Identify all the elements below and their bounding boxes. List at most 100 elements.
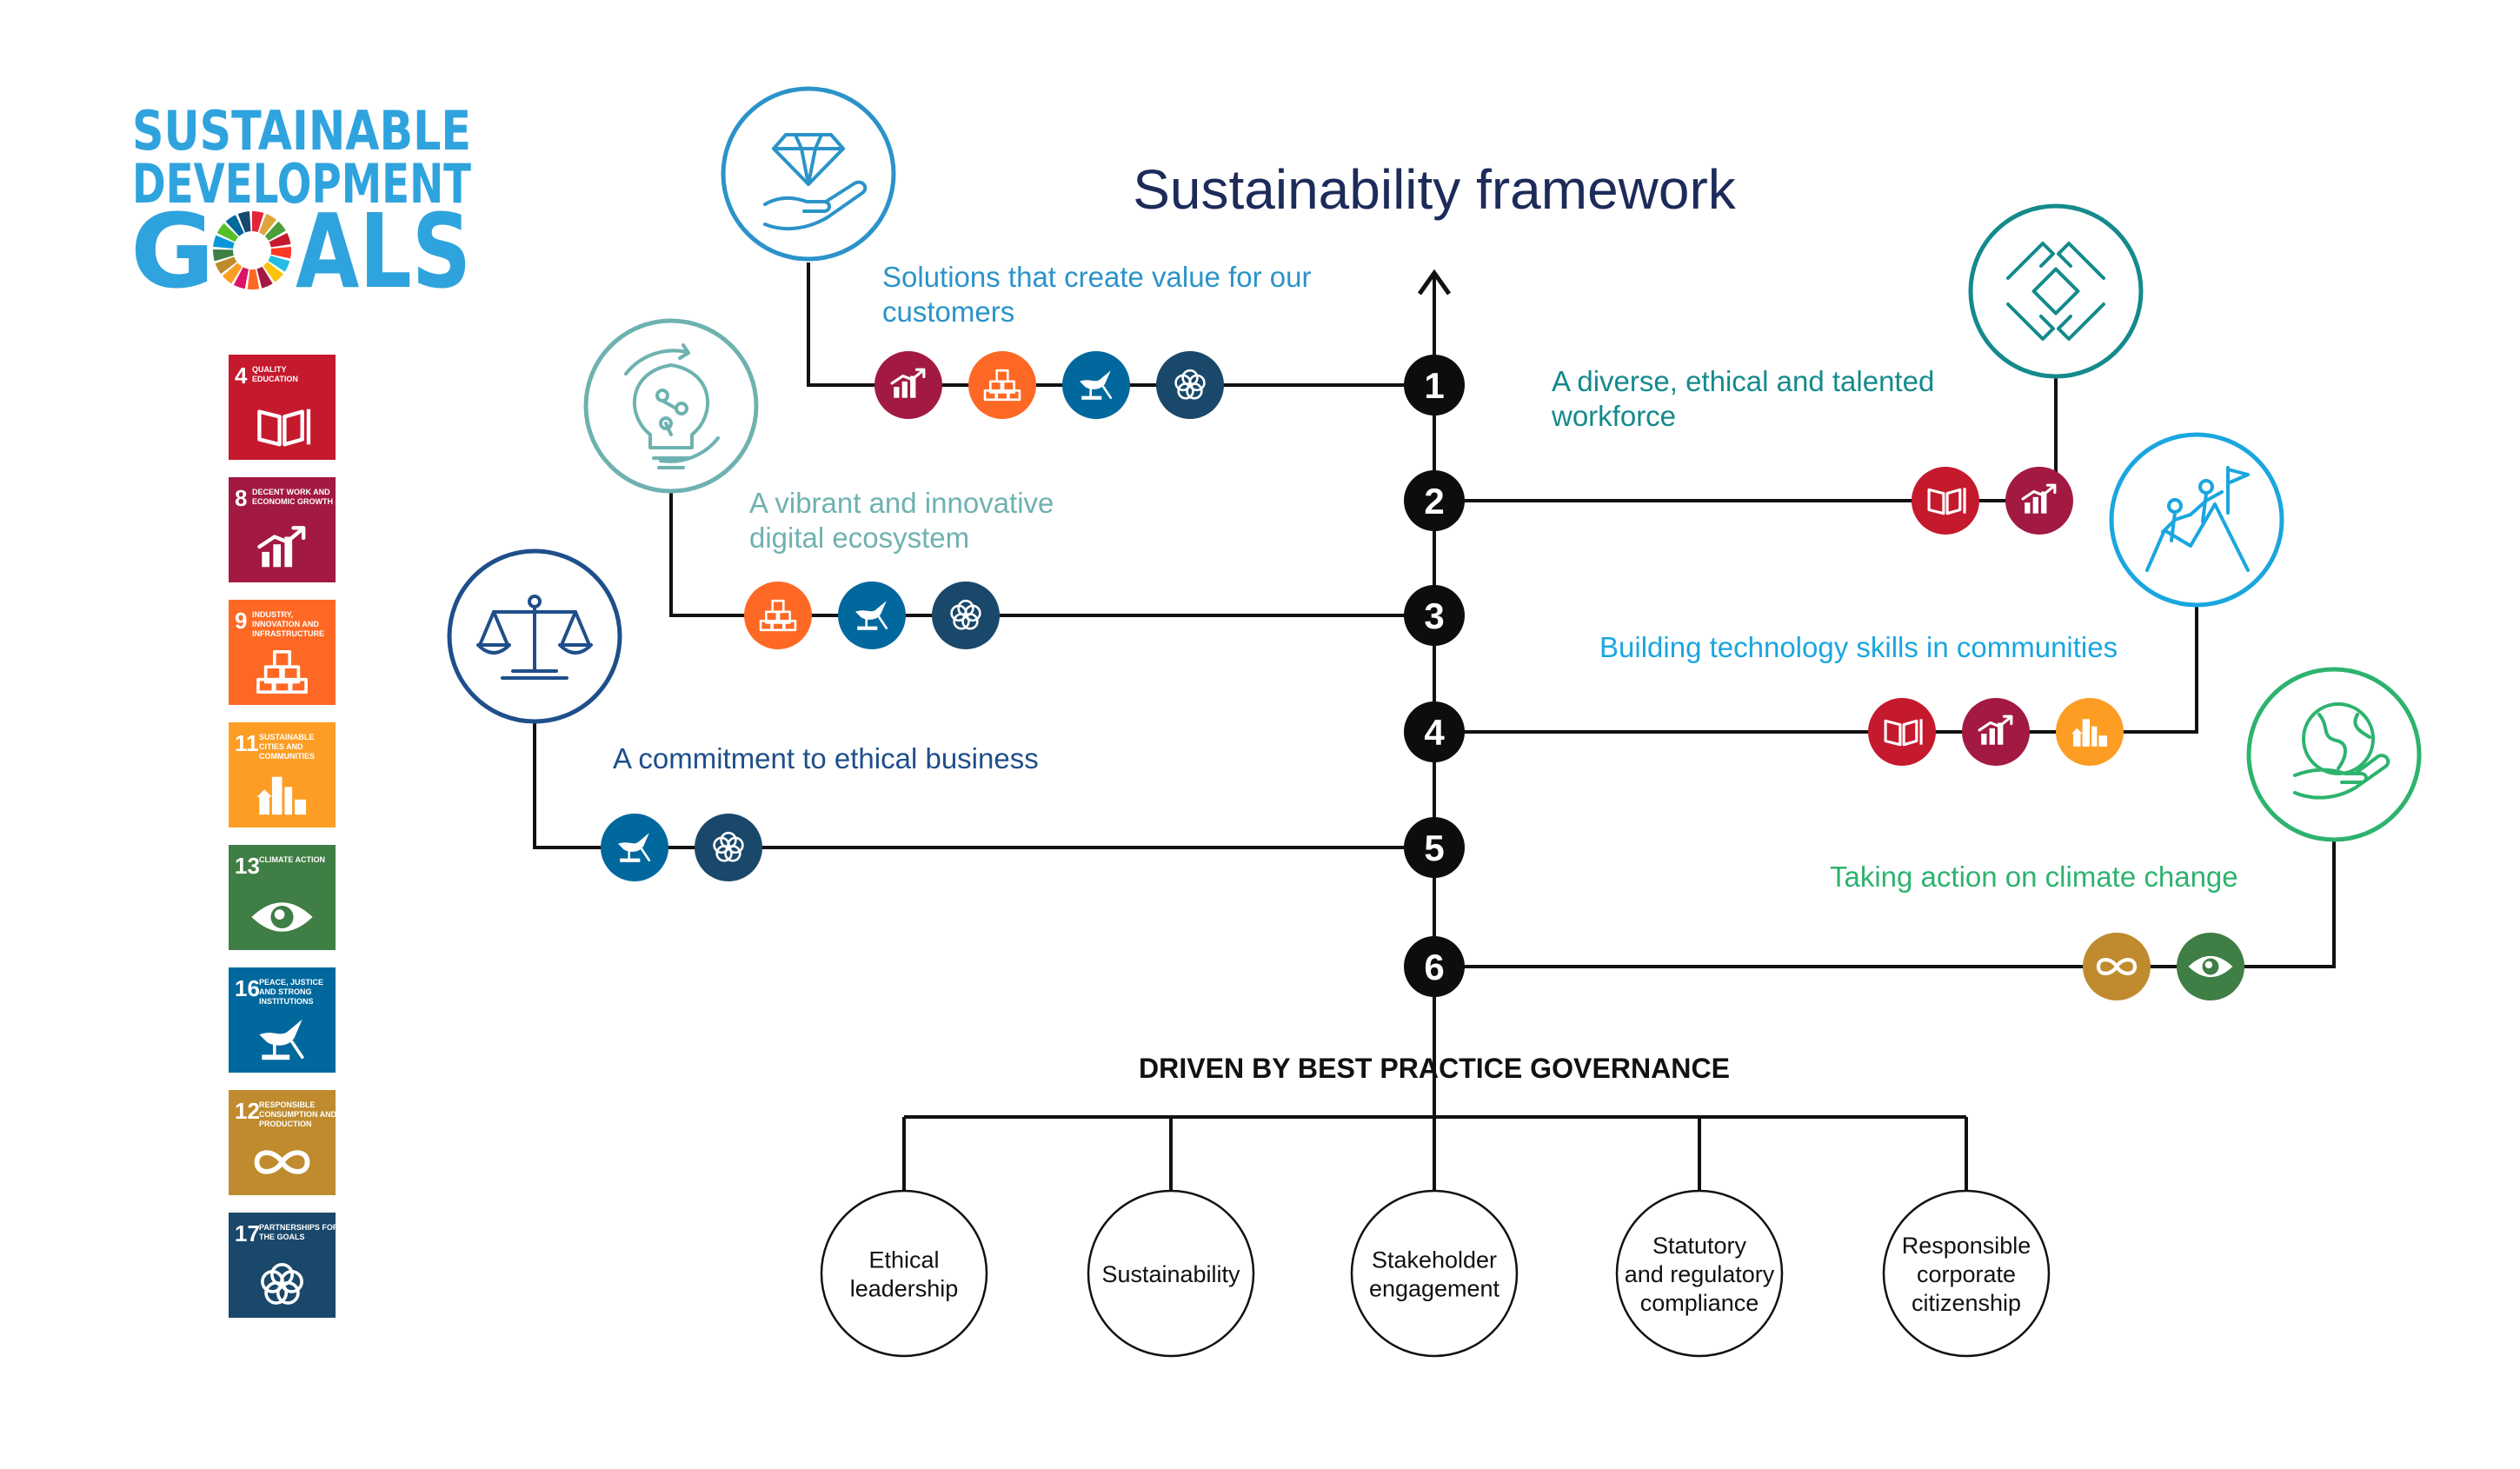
pillar-3-title-line-2: digital ecosystem bbox=[749, 522, 969, 554]
lightbulb-circuit-icon bbox=[624, 343, 720, 469]
climbers-flag-icon bbox=[2145, 466, 2250, 572]
connector-6 bbox=[1434, 840, 2336, 968]
sdg-4-badge bbox=[1912, 467, 1979, 535]
sdg-color-wheel-icon bbox=[213, 211, 292, 290]
sdg-17-badge bbox=[1156, 351, 1224, 419]
pillar-6-number-node: 6 bbox=[1404, 936, 1465, 997]
pillar-number: 2 bbox=[1424, 481, 1444, 522]
wheel-segment bbox=[268, 256, 290, 272]
sdg-tile-number: 11 bbox=[235, 730, 259, 756]
sdg-logo: SUSTAINABLE DEVELOPMENT G ALS bbox=[130, 99, 471, 311]
wheel-segment bbox=[263, 262, 283, 282]
wheel-segment bbox=[213, 249, 234, 262]
sdg-tile-number: 16 bbox=[235, 975, 260, 1001]
sdg-8-badge bbox=[874, 351, 942, 419]
wheel-segment bbox=[252, 211, 264, 233]
wheel-segment bbox=[258, 214, 277, 236]
wheel-segment bbox=[213, 235, 235, 249]
sdg-12-badge bbox=[2083, 933, 2151, 1000]
joined-hands-icon bbox=[2006, 242, 2105, 341]
sdg-9-badge bbox=[968, 351, 1036, 419]
wheel-segment bbox=[247, 269, 260, 290]
logo-line-2: DEVELOPMENT bbox=[132, 152, 471, 216]
pillar-6-title: Taking action on climate change bbox=[1830, 861, 2238, 893]
pillar-5-title: A commitment to ethical business bbox=[613, 742, 1039, 774]
sdg-8-badge bbox=[1962, 698, 2030, 766]
pillar-sdg-badges bbox=[601, 351, 2244, 1000]
pillar-4-sdg-badges bbox=[1868, 698, 2124, 766]
sdg-tile-number: 4 bbox=[235, 362, 248, 389]
sdg-tile-number: 9 bbox=[235, 608, 247, 634]
pillar-2-circle bbox=[1968, 203, 2144, 379]
sdg-11-badge bbox=[2056, 698, 2124, 766]
sdg-16-badge bbox=[601, 814, 668, 881]
logo-letter-g: G bbox=[130, 191, 215, 311]
pillar-1-circle bbox=[721, 86, 896, 262]
pillar-number: 1 bbox=[1424, 365, 1444, 406]
logo-letters-als: ALS bbox=[296, 191, 471, 311]
pillar-2-title-line-1: A diverse, ethical and talented bbox=[1552, 365, 1934, 397]
pillar-4-title: Building technology skills in communitie… bbox=[1599, 631, 2118, 663]
pillar-1-number-node: 1 bbox=[1404, 355, 1465, 415]
pillar-5-circle bbox=[447, 548, 622, 724]
sdg-16-badge bbox=[1062, 351, 1130, 419]
wheel-segment bbox=[225, 215, 244, 236]
pillar-number: 6 bbox=[1424, 947, 1444, 987]
pillar-4-number-node: 4 bbox=[1404, 701, 1465, 762]
pillar-5-number-node: 5 bbox=[1404, 817, 1465, 878]
page-title: Sustainability framework bbox=[1133, 158, 1737, 221]
globe-hand-icon bbox=[2293, 702, 2390, 800]
pillar-number: 4 bbox=[1424, 712, 1445, 753]
connector-5 bbox=[533, 723, 1434, 849]
wheel-segment bbox=[264, 221, 286, 241]
pillar-6-sdg-badges bbox=[2083, 933, 2244, 1000]
pillar-number: 3 bbox=[1424, 595, 1444, 636]
diamond-hand-icon bbox=[763, 133, 868, 231]
wheel-segment bbox=[269, 232, 291, 248]
wheel-segment bbox=[237, 211, 251, 233]
sdg-16-badge bbox=[838, 582, 906, 649]
spine-arrow-icon bbox=[1417, 269, 1452, 296]
pillar-2-number-node: 2 bbox=[1404, 470, 1465, 531]
pillar-number-nodes: 1 2 3 4 5 6 bbox=[1404, 355, 1465, 997]
governance-item-label: Sustainability bbox=[1101, 1261, 1240, 1287]
connector-1 bbox=[807, 263, 1434, 387]
wheel-segment bbox=[233, 267, 249, 289]
wheel-segment bbox=[270, 246, 292, 259]
governance-connectors bbox=[902, 1092, 1968, 1193]
wheel-segment bbox=[222, 263, 243, 284]
governance-title: DRIVEN BY BEST PRACTICE GOVERNANCE bbox=[1139, 1053, 1730, 1084]
connector-3 bbox=[669, 492, 1434, 617]
pillar-1-title-line-2: customers bbox=[882, 296, 1014, 328]
connector-4 bbox=[1434, 606, 2198, 734]
scales-icon bbox=[476, 595, 593, 680]
wheel-segment bbox=[216, 223, 239, 243]
pillar-5-sdg-badges bbox=[601, 814, 762, 881]
sdg-9-badge bbox=[744, 582, 812, 649]
pillar-1-title-line-1: Solutions that create value for our bbox=[882, 261, 1311, 293]
sdg-tile-number: 12 bbox=[235, 1098, 260, 1124]
